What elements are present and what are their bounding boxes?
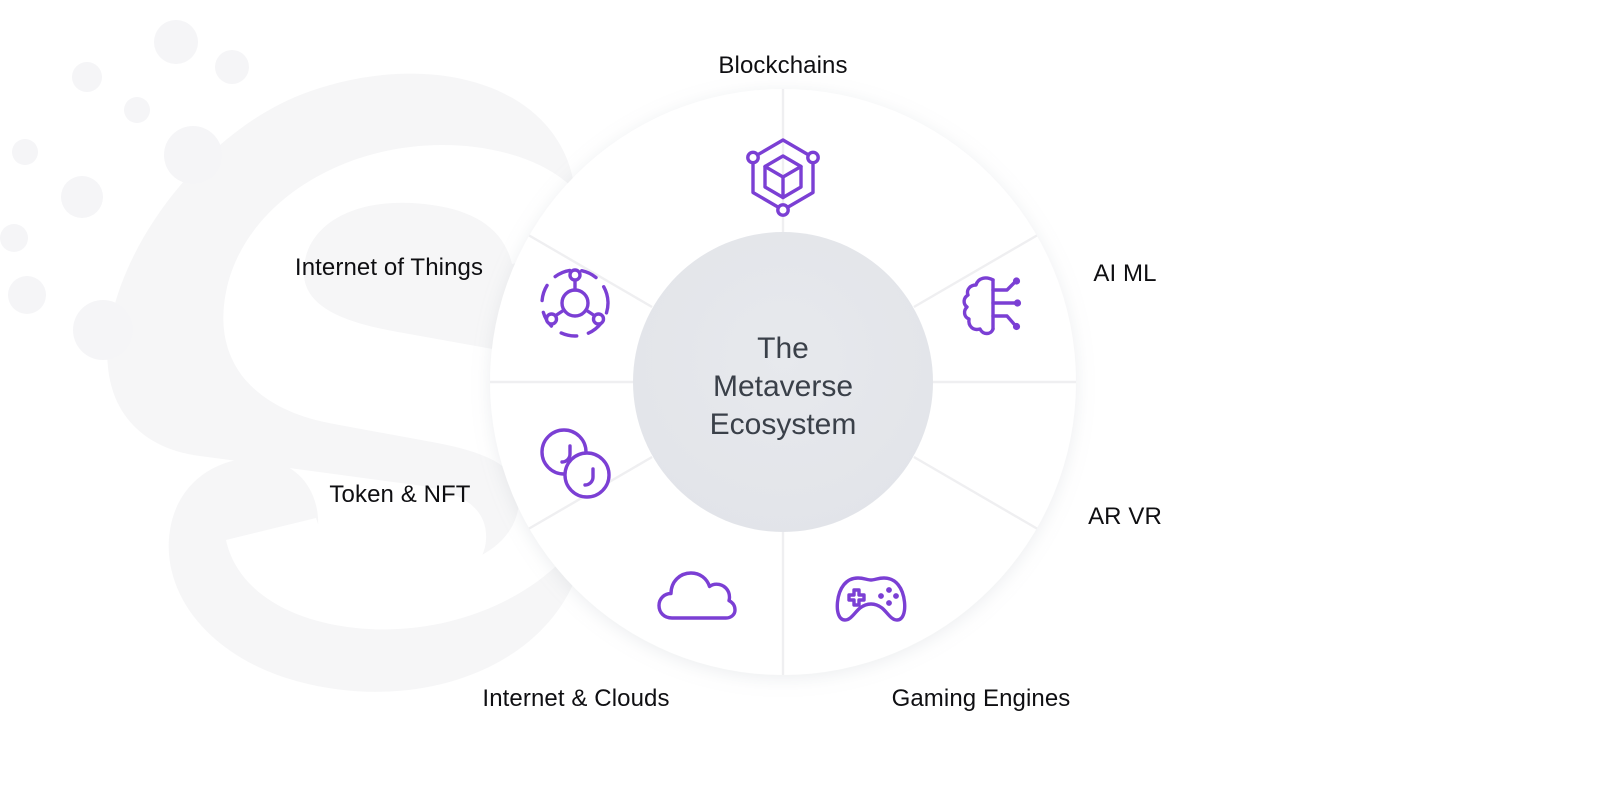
ai-brain-circuit-icon[interactable]: [949, 263, 1035, 349]
sector-label-gaming-engines[interactable]: Gaming Engines: [891, 685, 1071, 712]
sector-label-blockchains[interactable]: Blockchains: [718, 52, 848, 79]
gamepad-icon[interactable]: [828, 552, 914, 638]
coins-nft-icon[interactable]: [532, 420, 618, 506]
sector-label-internet-clouds[interactable]: Internet & Clouds: [482, 685, 670, 712]
sector-label-internet-of-things[interactable]: Internet of Things: [294, 254, 484, 281]
center-title: The Metaverse Ecosystem: [709, 332, 857, 441]
divider-30: [913, 455, 1038, 530]
divider-330: [913, 234, 1038, 309]
cloud-icon[interactable]: [652, 554, 738, 640]
iot-network-icon[interactable]: [532, 260, 618, 346]
center-hub-circle: [633, 232, 933, 532]
sector-dividers: [490, 89, 1076, 675]
blockchain-cube-icon[interactable]: [740, 132, 826, 218]
sector-label-ai-ml[interactable]: AI ML: [1093, 260, 1157, 287]
divider-210: [528, 234, 653, 309]
sector-label-ar-vr[interactable]: AR VR: [1088, 503, 1162, 530]
sector-label-token-nft[interactable]: Token & NFT: [329, 481, 471, 508]
